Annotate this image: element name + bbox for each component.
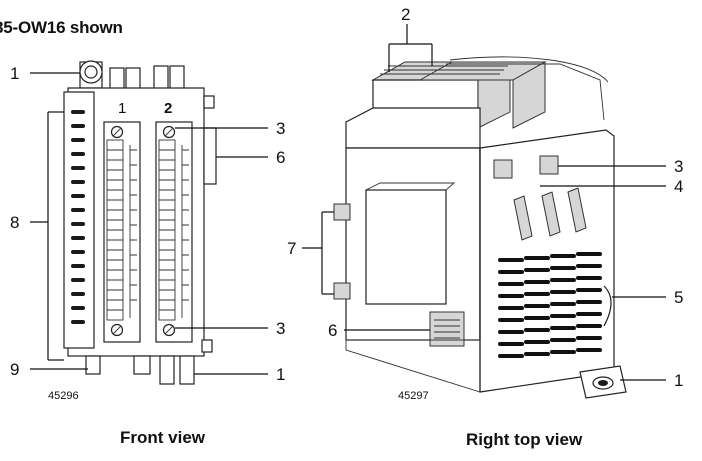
right-callout-7: 7 (287, 239, 296, 258)
figure-title: 85-OW16 shown (0, 18, 123, 37)
terminal-label-1: 1 (118, 100, 126, 117)
front-top-mounting-ring (79, 60, 103, 89)
front-callout-9: 9 (10, 360, 19, 379)
left-face-panel (365, 189, 447, 305)
right-view-caption: Right top view (466, 430, 583, 449)
terminal-label-2: 2 (164, 100, 172, 117)
front-callout-8: 8 (10, 213, 19, 232)
terminal-block-2 (155, 121, 193, 343)
din-latch-bottom (333, 282, 351, 300)
top-socket-2 (539, 155, 559, 175)
front-view-leaders (30, 72, 268, 375)
side-connector-tab (203, 127, 217, 185)
right-callout-2: 2 (401, 5, 410, 24)
vent-slots (498, 252, 602, 358)
right-figure-id: 45297 (398, 390, 429, 402)
right-callout-1: 1 (674, 371, 683, 390)
right-view-leaders (302, 24, 666, 381)
front-callout-1-bottom: 1 (276, 365, 285, 384)
bus-connector (429, 311, 465, 347)
front-view-caption: Front view (120, 428, 206, 447)
front-figure-id: 45296 (48, 390, 79, 402)
side-lever (603, 285, 612, 327)
terminal-block-1 (103, 121, 141, 343)
status-indicator-slots (71, 110, 85, 324)
front-callout-1-top: 1 (10, 64, 19, 83)
right-housing-top (345, 107, 481, 149)
din-latch-top (333, 203, 351, 221)
right-callout-6: 6 (328, 321, 337, 340)
front-callout-6: 6 (276, 148, 285, 167)
right-view-drawing (333, 56, 627, 399)
right-callout-4: 4 (674, 177, 683, 196)
front-view-drawing: 1 2 (63, 60, 217, 385)
right-callout-5: 5 (674, 288, 683, 307)
front-callout-3-bottom: 3 (276, 319, 285, 338)
front-door-panel (63, 91, 95, 349)
top-socket-1 (493, 159, 513, 179)
front-callout-3-top: 3 (276, 119, 285, 138)
right-callout-3: 3 (674, 157, 683, 176)
